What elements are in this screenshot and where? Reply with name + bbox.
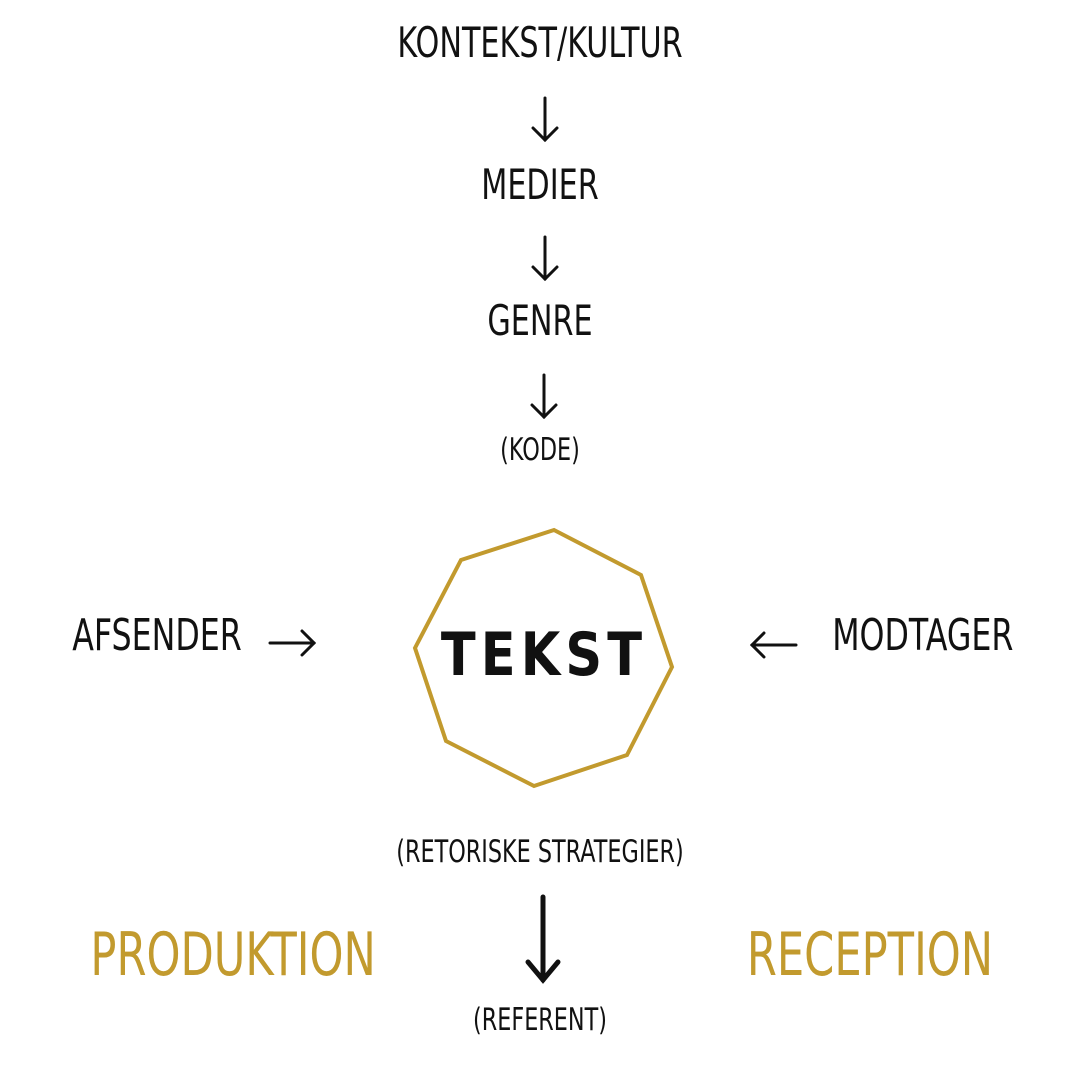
production-label: PRODUKTION xyxy=(90,920,376,990)
arrow-strategies-to-referent xyxy=(525,894,561,984)
tekst-label: TEKST xyxy=(440,620,648,690)
strategies-label: (RETORISKE STRATEGIER) xyxy=(396,834,684,870)
code-label: (KODE) xyxy=(500,432,580,468)
sender-label: AFSENDER xyxy=(72,610,242,661)
tekst-octagon xyxy=(412,527,675,789)
arrow-sender-to-text xyxy=(268,629,317,657)
arrow-receiver-to-text xyxy=(749,631,798,659)
arrow-genre-to-code xyxy=(530,373,558,420)
receiver-label: MODTAGER xyxy=(832,610,1014,661)
reception-label: RECEPTION xyxy=(746,920,994,990)
context-label: KONTEKST/KULTUR xyxy=(397,18,683,67)
media-label: MEDIER xyxy=(481,160,599,209)
referent-label: (REFERENT) xyxy=(473,1002,607,1038)
arrow-media-to-genre xyxy=(531,235,559,282)
genre-label: GENRE xyxy=(487,296,593,345)
arrow-context-to-media xyxy=(531,96,559,143)
